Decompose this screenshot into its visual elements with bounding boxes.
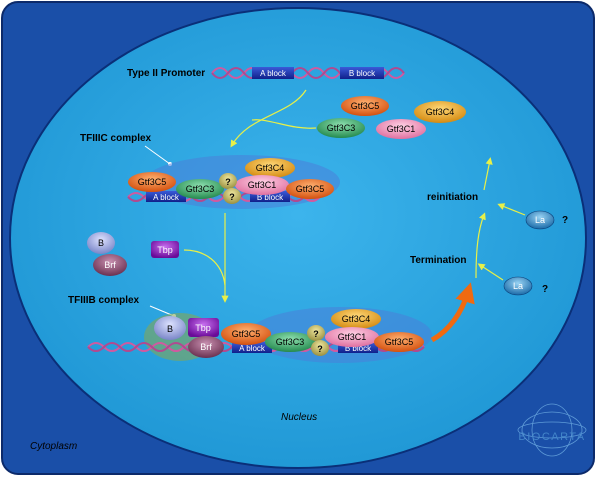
arrow-subunits-to-tfiiic xyxy=(251,119,317,129)
b-free xyxy=(87,232,115,254)
la-lower-unknown: ? xyxy=(542,284,548,295)
biocarta-logo: BIOCARTA xyxy=(517,403,587,457)
gtf3c1-free xyxy=(376,119,426,139)
promoter-dna: A block B block xyxy=(211,67,405,79)
gtf3c5-b-left xyxy=(221,323,271,345)
b-complex xyxy=(154,316,186,340)
a-block-mid xyxy=(146,191,186,202)
termination-label: Termination xyxy=(410,255,466,266)
gtf3c5-c-right-label: Gtf3C5 xyxy=(296,184,325,194)
arrow-la-upper xyxy=(497,203,526,216)
unknown-b2-label: ? xyxy=(317,344,323,354)
b-complex-label: B xyxy=(167,324,173,334)
b-block-bottom xyxy=(338,342,378,353)
unknown-b1-label: ? xyxy=(313,329,319,339)
gtf3c1-b-label: Gtf3C1 xyxy=(338,332,367,342)
tfiiic-pointer-line xyxy=(144,145,171,165)
tfiiib-complex-label: TFIIIB complex xyxy=(68,295,140,306)
gtf3c5-c-right xyxy=(286,179,334,199)
gtf3c4-free-label: Gtf3C4 xyxy=(426,107,455,117)
b-block-label-mid: B block xyxy=(257,193,284,202)
gtf3c5-b-left-label: Gtf3C5 xyxy=(232,329,261,339)
gtf3c5-c-left xyxy=(128,172,176,192)
free-tfiiic-subunits: Gtf3C5 Gtf3C4 Gtf3C3 Gtf3C1 xyxy=(317,96,466,139)
tbp-complex-label: Tbp xyxy=(195,323,211,333)
arrow-reinitiation-onward xyxy=(483,157,493,191)
tbp-free-label: Tbp xyxy=(157,245,173,255)
a-block-top xyxy=(252,67,294,79)
a-block-bottom xyxy=(232,342,272,353)
arrow-tbp-to-tfiiib xyxy=(183,249,226,286)
arrow-promoter-to-tfiiic xyxy=(230,89,307,148)
arrow-la-lower xyxy=(477,263,504,281)
gtf3c1-free-label: Gtf3C1 xyxy=(387,124,416,134)
gtf3c4-b xyxy=(331,309,381,329)
la-upper-unknown: ? xyxy=(562,215,568,226)
unknown-c2-label: ? xyxy=(229,192,235,202)
tfiiib-complex: A block B block B Tbp Brf Gtf3C5 Gtf3C3 … xyxy=(87,307,432,363)
gtf3c3-b xyxy=(265,332,315,352)
arrow-termination-to-reinitiation xyxy=(475,212,486,279)
b-block-mid xyxy=(250,191,290,202)
gtf3c5-b-right xyxy=(374,332,424,352)
gtf3c5-c-left-label: Gtf3C5 xyxy=(138,177,167,187)
tfiiic-complex: A block B block Gtf3C5 Gtf3C3 Gtf3C4 Gtf… xyxy=(127,155,340,209)
gtf3c3-free-label: Gtf3C3 xyxy=(327,123,356,133)
gtf3c3-c xyxy=(176,179,224,199)
la-protein-upper xyxy=(525,210,555,230)
brf-free-label: Brf xyxy=(104,260,116,270)
type2-promoter-label: Type II Promoter xyxy=(127,68,205,79)
brf-complex-label: Brf xyxy=(200,342,212,352)
reinitiation-label: reinitiation xyxy=(427,192,478,203)
la-protein-lower xyxy=(503,276,533,296)
unknown-c2 xyxy=(223,188,241,204)
nucleus-label: Nucleus xyxy=(281,412,317,423)
gtf3c4-c xyxy=(245,158,295,178)
gtf3c3-c-label: Gtf3C3 xyxy=(186,184,215,194)
tbp-complex xyxy=(188,318,219,337)
gtf3c5-free xyxy=(341,96,389,116)
gtf3c1-b xyxy=(325,327,379,347)
b-block-label-bottom: B block xyxy=(345,344,372,353)
la-lower-label: La xyxy=(513,281,523,291)
unknown-b1 xyxy=(307,325,325,341)
gtf3c3-free xyxy=(317,118,365,138)
unknown-c1 xyxy=(219,173,237,189)
a-block-label-bottom: A block xyxy=(239,344,266,353)
gtf3c3-b-label: Gtf3C3 xyxy=(276,337,305,347)
brf-free xyxy=(93,254,127,276)
unknown-c1-label: ? xyxy=(225,177,231,187)
tbp-free xyxy=(151,241,179,258)
b-block-label-top: B block xyxy=(349,69,376,78)
gtf3c4-b-label: Gtf3C4 xyxy=(342,314,371,324)
biocarta-logo-text: BIOCARTA xyxy=(518,431,585,443)
gtf3c1-c-label: Gtf3C1 xyxy=(248,180,277,190)
a-block-label-top: A block xyxy=(260,69,287,78)
la-upper-label: La xyxy=(535,215,545,225)
arrow-to-termination xyxy=(430,282,475,343)
b-block-top xyxy=(340,67,384,79)
free-tfiiib-subunits: B Brf Tbp xyxy=(87,232,179,276)
b-free-label: B xyxy=(98,238,104,248)
tfiiic-complex-label: TFIIIC complex xyxy=(80,133,152,144)
gtf3c4-free xyxy=(414,101,466,123)
gtf3c1-c xyxy=(235,175,289,195)
unknown-b2 xyxy=(311,340,329,356)
gtf3c5-b-right-label: Gtf3C5 xyxy=(385,337,414,347)
cytoplasm-label: Cytoplasm xyxy=(30,441,77,452)
gtf3c5-free-label: Gtf3C5 xyxy=(351,101,380,111)
brf-complex xyxy=(188,336,224,358)
gtf3c4-c-label: Gtf3C4 xyxy=(256,163,285,173)
a-block-label-mid: A block xyxy=(153,193,180,202)
